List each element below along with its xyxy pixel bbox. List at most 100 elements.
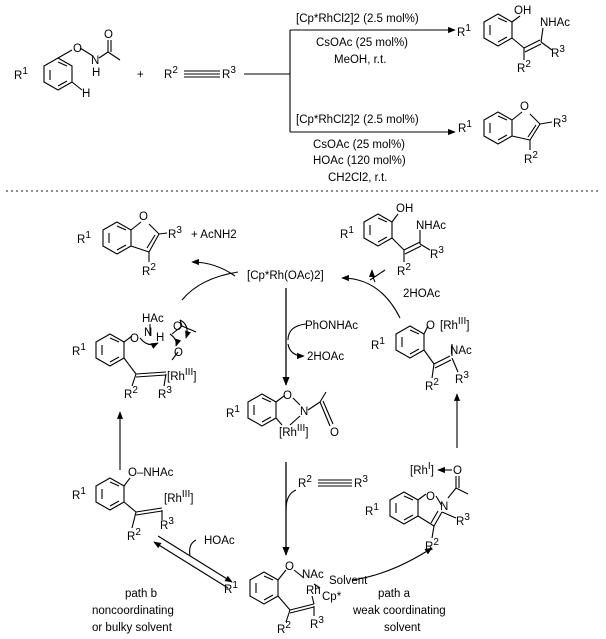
o-atom: O: [73, 43, 82, 55]
branching-arrows: [244, 26, 456, 136]
cond-a-solvent: MeOH, r.t.: [334, 54, 386, 66]
svg-text:[RhIII]: [RhIII]: [440, 316, 469, 332]
svg-text:R1: R1: [226, 404, 240, 420]
svg-text:R1: R1: [72, 342, 86, 358]
svg-text:R2: R2: [127, 527, 141, 543]
nh-hydrogen: H: [92, 67, 100, 79]
svg-text:R3: R3: [158, 385, 172, 401]
svg-text:path b: path b: [125, 588, 157, 600]
path-a-label: path a weak coordinating solvent: [352, 588, 446, 634]
svg-text:R2: R2: [298, 474, 312, 490]
cond-b-base: CsOAc (25 mol%): [313, 139, 405, 151]
svg-text:R1: R1: [458, 119, 472, 135]
svg-text:R3: R3: [222, 65, 236, 81]
svg-text:R3: R3: [430, 245, 444, 261]
svg-text:R1: R1: [77, 230, 91, 246]
svg-text:NHAc: NHAc: [540, 17, 570, 29]
path-b-label: path b noncoordinating or bulky solvent: [92, 588, 174, 634]
svg-text:solvent: solvent: [384, 622, 421, 634]
svg-text:R1: R1: [371, 336, 385, 352]
svg-text:path a: path a: [378, 588, 411, 600]
arrow-hoac-out: [287, 343, 305, 360]
rhodacycle-intermediate: R1 O N [RhIII] O: [226, 390, 339, 439]
svg-text:R3: R3: [456, 512, 470, 528]
svg-text:R3: R3: [553, 114, 567, 130]
conditions-b: [Cp*RhCl2]2 (2.5 mol%) CsOAc (25 mol%) H…: [296, 114, 419, 184]
plus-sign: +: [137, 69, 144, 81]
svg-text:R2: R2: [517, 59, 531, 75]
svg-text:OH: OH: [396, 203, 413, 215]
equilibrium-arrows-path-b: [153, 535, 233, 589]
arrow-catalyst-to-left: [181, 271, 239, 301]
bottom-intermediate: O NAc Solvent Rh Cp* R1 R2 R3: [224, 561, 368, 636]
ring-hydrogen: H: [82, 88, 90, 100]
svg-text:R2: R2: [524, 150, 538, 166]
svg-text:H: H: [156, 332, 164, 344]
svg-text:O: O: [520, 101, 529, 113]
svg-text:R3: R3: [310, 615, 324, 631]
svg-text:R2: R2: [397, 262, 411, 278]
left-transition-state: HAc N H O O O R1 [RhIII] R2 R3: [72, 313, 196, 401]
svg-text:Rh: Rh: [306, 585, 321, 597]
cond-a-base: CsOAc (25 mol%): [316, 37, 408, 49]
svg-text:HAc: HAc: [142, 313, 164, 325]
svg-text:R3: R3: [168, 225, 182, 241]
n-atom: N: [91, 55, 99, 67]
cycle-olefin-product: OH NHAc R1 R2 R3: [340, 203, 446, 278]
svg-text:Cp*: Cp*: [322, 591, 342, 603]
svg-text:R1: R1: [365, 502, 379, 518]
hoac-release-right: 2HOAc: [403, 288, 440, 300]
svg-text:R1: R1: [14, 66, 28, 82]
svg-text:O: O: [283, 390, 292, 402]
svg-text:R1: R1: [72, 486, 86, 502]
arrow-right-to-catalyst: [341, 274, 401, 319]
cond-a-catalyst: [Cp*RhCl2]2 (2.5 mol%): [296, 13, 419, 25]
svg-text:weak coordinating: weak coordinating: [352, 605, 446, 617]
svg-text:N: N: [440, 501, 448, 513]
right-intermediate: O [RhIII] R1 NAc R2 R3: [371, 316, 472, 393]
svg-text:N: N: [300, 406, 308, 418]
cond-b-catalyst: [Cp*RhCl2]2 (2.5 mol%): [296, 114, 419, 126]
svg-text:R1: R1: [457, 23, 471, 39]
hoac-release-left: 2HOAc: [307, 351, 344, 363]
svg-text:NAc: NAc: [302, 569, 324, 581]
lower-left-intermediate: O–NHAc R1 [RhIII] R2 R3: [72, 467, 193, 543]
svg-text:O: O: [104, 29, 113, 41]
arrow-to-benzofuran: [191, 258, 236, 277]
svg-text:[RhIII]: [RhIII]: [279, 423, 308, 439]
svg-text:R2: R2: [277, 620, 291, 636]
svg-text:O: O: [285, 561, 294, 573]
svg-text:or bulky solvent: or bulky solvent: [92, 622, 173, 634]
cond-b-additive: HOAc (120 mol%): [313, 155, 406, 167]
product-b-benzofuran: O R1 R3 R2: [458, 101, 567, 166]
substrate-in: PhONHAc: [305, 320, 358, 332]
conditions-a: [Cp*RhCl2]2 (2.5 mol%) CsOAc (25 mol%) M…: [296, 13, 419, 66]
arrow-alkyne-in: [285, 489, 297, 511]
svg-text:R2: R2: [164, 65, 178, 81]
svg-text:O: O: [426, 320, 435, 332]
svg-text:O: O: [426, 491, 435, 503]
svg-text:Solvent: Solvent: [329, 575, 368, 587]
arrow-to-olefin: [369, 269, 386, 281]
svg-text:R1: R1: [224, 580, 238, 596]
svg-text:[RhIII]: [RhIII]: [167, 367, 196, 383]
svg-text:R1: R1: [340, 225, 354, 241]
svg-text:[RhIII]: [RhIII]: [164, 489, 193, 505]
svg-text:O: O: [173, 321, 182, 333]
reactant-phenoxyacetamide: R1 O N H O H: [14, 29, 121, 100]
svg-text:R3: R3: [455, 370, 469, 386]
hoac-bottom: HOAc: [204, 535, 235, 547]
svg-text:NAc: NAc: [450, 345, 472, 357]
product-a-olefin: OH NHAc R1 R2 R3: [457, 5, 570, 75]
svg-text:noncoordinating: noncoordinating: [92, 605, 174, 617]
catalyst-center: [Cp*Rh(OAc)2]: [247, 270, 324, 282]
svg-text:O: O: [330, 427, 339, 439]
arrow-branch-olefin: [368, 269, 376, 283]
lower-right-intermediate: [RhI] O N O R1 R2 R3: [365, 461, 470, 553]
svg-text:R3: R3: [551, 44, 565, 60]
cycle-alkyne: R2 R3: [298, 474, 368, 490]
svg-text:R2: R2: [124, 385, 138, 401]
svg-text:NHAc: NHAc: [416, 220, 446, 232]
